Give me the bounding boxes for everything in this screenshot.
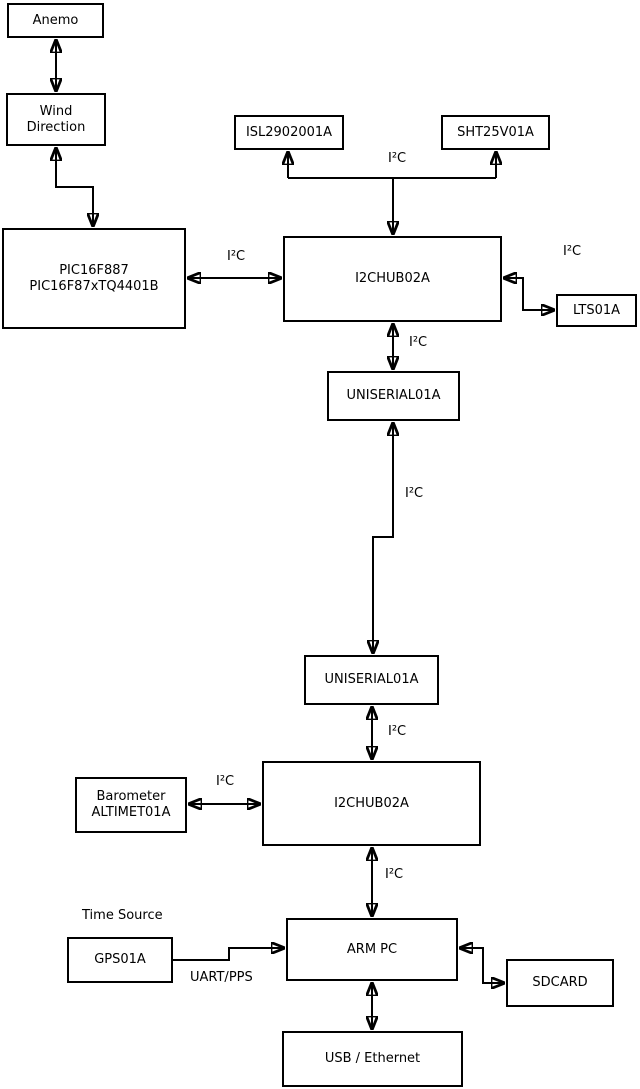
edge-i2chub-top-lts: [503, 278, 555, 310]
box-sht25v01a: SHT25V01A: [441, 115, 550, 150]
box-arm-pc-label: ARM PC: [346, 941, 398, 957]
label-i2c-barometer: I²C: [216, 774, 235, 789]
box-arm-pc: ARM PC: [286, 918, 458, 981]
label-i2c-sensor-bus: I²C: [388, 151, 407, 166]
edge-uniserial-top-uniserial-bottom: [373, 422, 393, 654]
box-pic16f887: PIC16F887 PIC16F87xTQ4401B: [2, 228, 186, 329]
box-lts01a: LTS01A: [556, 294, 637, 327]
edge-wind-direction-pic: [56, 147, 93, 227]
box-i2chub02a-top: I2CHUB02A: [283, 236, 502, 322]
box-isl2902001a-label: ISL2902001A: [245, 124, 333, 140]
box-anemo-label: Anemo: [32, 12, 79, 28]
label-time-source: Time Source: [82, 908, 163, 923]
box-barometer-altimet01a-label: Barometer ALTIMET01A: [91, 789, 171, 820]
label-uart-pps: UART/PPS: [190, 970, 253, 985]
edge-gps-armpc: [173, 948, 285, 961]
box-anemo: Anemo: [7, 3, 104, 38]
label-i2c-uniserial-link: I²C: [405, 486, 424, 501]
box-uniserial01a-bottom: UNISERIAL01A: [304, 655, 439, 705]
box-usb-ethernet: USB / Ethernet: [282, 1031, 463, 1087]
box-wind-direction: Wind Direction: [6, 93, 106, 146]
box-uniserial01a-bottom-label: UNISERIAL01A: [324, 672, 419, 687]
label-i2c-hub2-armpc: I²C: [385, 867, 404, 882]
edge-armpc-sdcard: [459, 948, 505, 983]
box-uniserial01a-top-label: UNISERIAL01A: [346, 388, 441, 403]
label-i2c-uniserial-hub2: I²C: [388, 724, 407, 739]
label-i2c-hub-uniserial: I²C: [409, 335, 428, 350]
box-sdcard: SDCARD: [506, 959, 614, 1007]
box-gps01a: GPS01A: [67, 937, 173, 983]
box-usb-ethernet-label: USB / Ethernet: [324, 1051, 421, 1066]
box-sht25v01a-label: SHT25V01A: [457, 124, 534, 140]
box-uniserial01a-top: UNISERIAL01A: [327, 371, 460, 421]
box-wind-direction-label: Wind Direction: [26, 103, 86, 135]
label-i2c-lts: I²C: [563, 244, 582, 259]
label-i2c-pic-hub: I²C: [227, 249, 246, 264]
box-gps01a-label: GPS01A: [94, 952, 146, 967]
box-barometer-altimet01a: Barometer ALTIMET01A: [75, 777, 187, 833]
box-i2chub02a-top-label: I2CHUB02A: [355, 271, 430, 286]
box-i2chub02a-bottom-label: I2CHUB02A: [334, 795, 409, 811]
box-sdcard-label: SDCARD: [532, 975, 588, 990]
box-lts01a-label: LTS01A: [572, 302, 621, 318]
box-i2chub02a-bottom: I2CHUB02A: [262, 761, 481, 846]
box-isl2902001a: ISL2902001A: [234, 115, 344, 150]
box-pic16f887-label: PIC16F887 PIC16F87xTQ4401B: [29, 262, 159, 294]
